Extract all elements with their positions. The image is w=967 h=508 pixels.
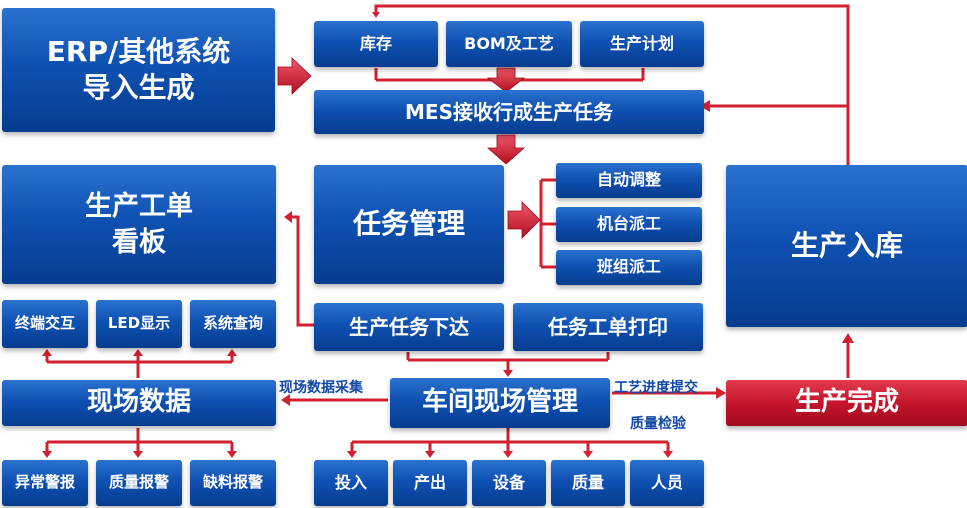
shop-floor-box: 车间现场管理 [390, 378, 610, 428]
task-management-box: 任务管理 [314, 165, 504, 284]
task-issue-label: 生产任务下达 [349, 315, 469, 339]
abnormal-alarm-label: 异常警报 [14, 473, 75, 492]
personnel-box: 人员 [630, 460, 704, 506]
task-print-label: 任务工单打印 [548, 315, 668, 339]
led-display-label: LED显示 [107, 314, 171, 333]
terminal-interaction-box: 终端交互 [2, 300, 88, 348]
team-dispatch-label: 班组派工 [596, 257, 661, 277]
production-done-label: 生产完成 [794, 387, 899, 418]
quality-alarm-box: 质量报警 [96, 460, 182, 506]
quality-alarm-label: 质量报警 [108, 473, 169, 492]
machine-dispatch-label: 机台派工 [596, 214, 661, 234]
shop-floor-label: 车间现场管理 [421, 387, 578, 418]
bom-box: BOM及工艺 [446, 21, 572, 67]
machine-dispatch-box: 机台派工 [556, 207, 702, 242]
quality-label: 质量 [571, 472, 604, 492]
field-data-label: 现场数据 [86, 387, 191, 418]
warehousing-box: 生产入库 [726, 165, 967, 327]
field-collect-label: 现场数据采集 [279, 380, 363, 396]
task-print-box: 任务工单打印 [513, 303, 703, 351]
material-alarm-box: 缺料报警 [190, 460, 276, 506]
inventory-label: 库存 [359, 33, 392, 53]
equipment-label: 设备 [492, 472, 525, 492]
abnormal-alarm-box: 异常警报 [2, 460, 88, 506]
mes-receive-box: MES接收行成生产任务 [314, 90, 704, 134]
equipment-box: 设备 [472, 460, 546, 506]
field-data-box: 现场数据 [2, 380, 276, 426]
system-query-label: 系统查询 [202, 314, 263, 333]
workorder-board-label: 生产工单 看板 [85, 191, 193, 258]
task-management-label: 任务管理 [352, 207, 465, 241]
output-label: 产出 [413, 472, 446, 492]
mes-receive-label: MES接收行成生产任务 [405, 100, 613, 124]
system-query-box: 系统查询 [190, 300, 276, 348]
production-plan-box: 生产计划 [580, 21, 704, 67]
production-plan-label: 生产计划 [609, 33, 674, 53]
workorder-board-box: 生产工单 看板 [2, 165, 276, 284]
auto-adjust-box: 自动调整 [556, 163, 702, 198]
task-issue-box: 生产任务下达 [314, 303, 504, 351]
progress-submit-label: 工艺进度提交 [614, 380, 698, 396]
erp-import-box: ERP/其他系统 导入生成 [2, 8, 275, 132]
bom-label: BOM及工艺 [464, 33, 554, 53]
led-display-box: LED显示 [96, 300, 182, 348]
quality-box: 质量 [551, 460, 625, 506]
auto-adjust-label: 自动调整 [596, 170, 661, 190]
team-dispatch-box: 班组派工 [556, 250, 702, 285]
terminal-interaction-label: 终端交互 [14, 314, 75, 333]
erp-import-label: ERP/其他系统 导入生成 [46, 34, 231, 104]
inventory-box: 库存 [314, 21, 438, 67]
warehousing-label: 生产入库 [790, 228, 903, 262]
output-box: 产出 [393, 460, 467, 506]
quality-check-label: 质量检验 [630, 416, 686, 432]
personnel-label: 人员 [650, 472, 683, 492]
input-label: 投入 [334, 472, 367, 492]
material-alarm-label: 缺料报警 [202, 473, 263, 492]
input-box: 投入 [314, 460, 388, 506]
production-done-box: 生产完成 [726, 380, 967, 426]
